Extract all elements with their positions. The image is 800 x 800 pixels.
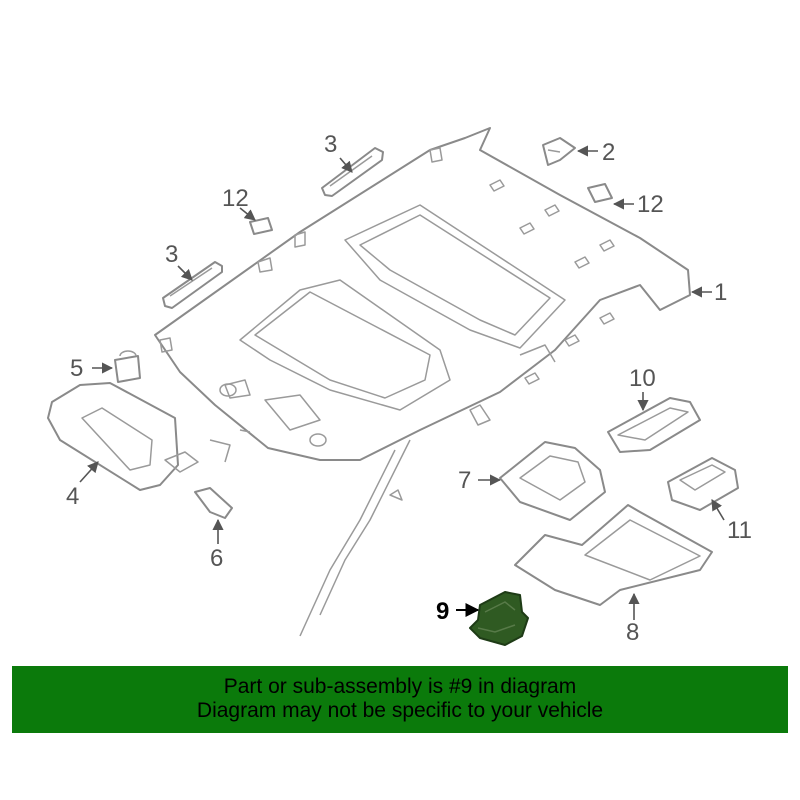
clip-part-12-right [587,183,613,203]
callout-9: 9 [436,598,449,625]
bracket-part-8 [514,504,713,606]
headliner-part-1 [154,127,691,637]
console-lamp-part-7 [499,441,606,521]
clip-part-12-left [249,217,273,235]
callout-7: 7 [458,467,471,494]
highlighted-part-9 [469,591,529,646]
clip-part-6 [194,487,233,519]
callout-4: 4 [66,483,79,510]
callout-3-upper: 3 [324,131,337,158]
banner-line-1: Part or sub-assembly is #9 in diagram [223,675,577,698]
leader-lines [79,145,725,620]
switch-part-11 [667,457,739,511]
callout-10: 10 [629,365,656,392]
callout-8: 8 [626,619,639,646]
banner-line-2: Diagram may not be specific to your vehi… [196,699,604,722]
callout-11: 11 [727,517,752,544]
callout-12-left: 12 [222,185,249,212]
callout-2: 2 [602,139,615,166]
sun-visor-part-4 [47,382,199,491]
callout-6: 6 [210,545,223,572]
bracket-part-2 [542,137,576,166]
assist-grip-part-3-lower [162,261,223,309]
visor-clip-part-5 [114,350,141,383]
callout-5: 5 [70,355,83,382]
map-lamp-part-10 [607,397,701,453]
part-notice-banner: Part or sub-assembly is #9 in diagram Di… [12,666,788,733]
callout-12-right: 12 [637,191,664,218]
callout-1: 1 [714,279,727,306]
callout-3-lower: 3 [165,241,178,268]
